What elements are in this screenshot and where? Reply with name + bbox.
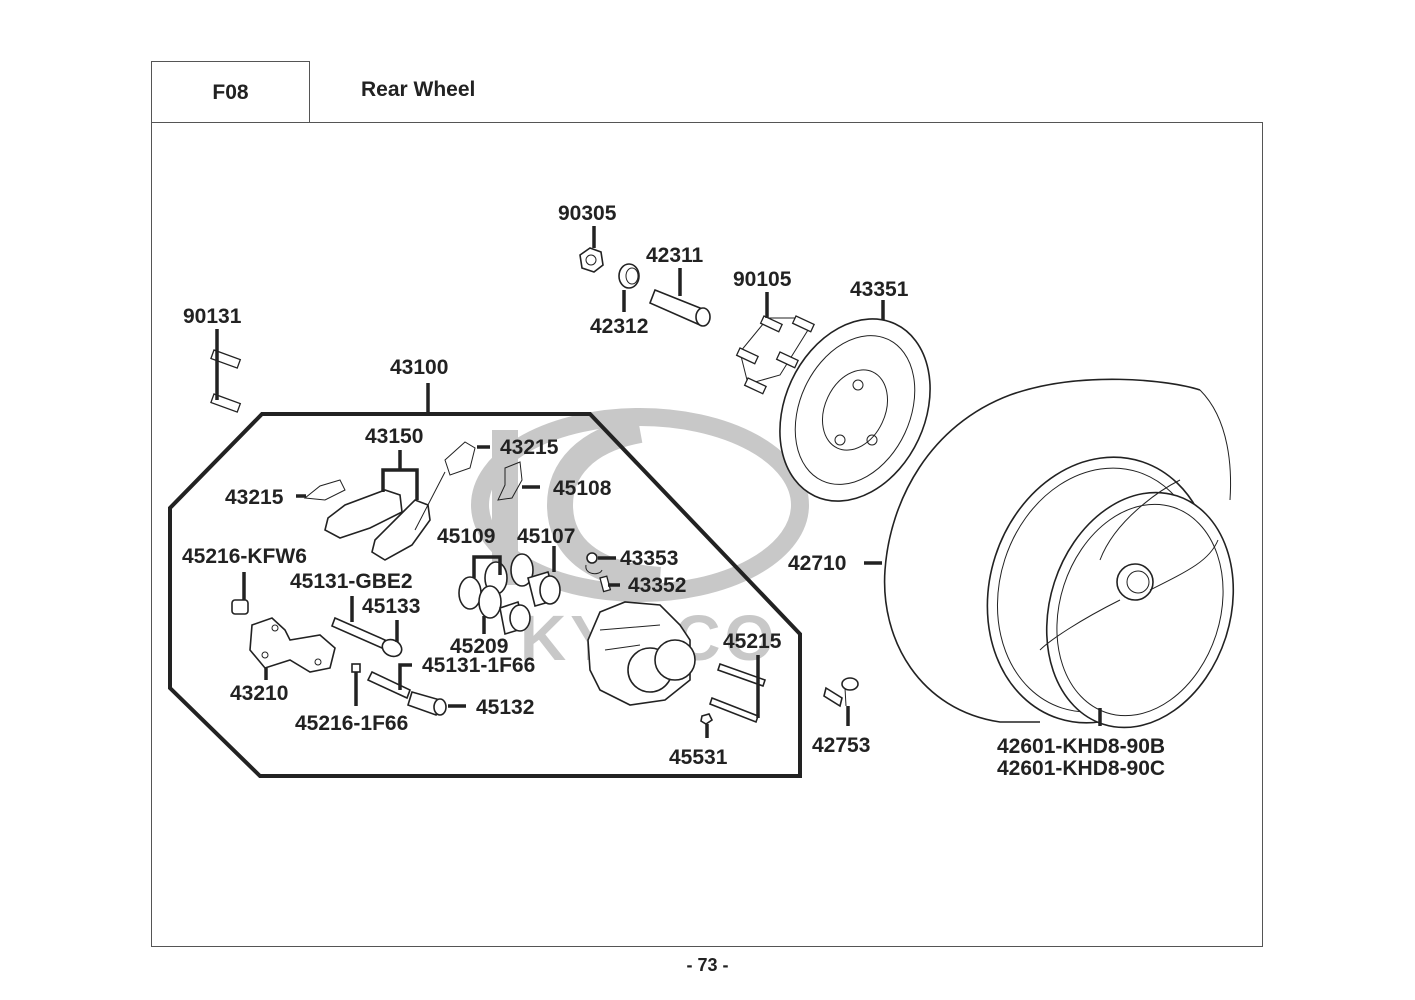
watermark-ring	[471, 408, 809, 602]
part-45215-caliper-pins	[709, 662, 767, 724]
callout-45132: 45132	[476, 696, 534, 719]
part-90105-bolts	[735, 315, 815, 395]
part-45132-sleeve	[407, 691, 447, 717]
part-42753-valve	[823, 677, 859, 708]
part-90305-nut	[579, 247, 604, 273]
callout-45209: 45209	[450, 635, 508, 658]
section-code: F08	[151, 61, 310, 123]
part-45531-cap	[700, 713, 714, 725]
section-code-text: F08	[212, 80, 249, 104]
callout-43353: 43353	[620, 547, 678, 570]
part-43353-bleed-cap	[585, 552, 603, 575]
callout-42710: 42710	[788, 552, 846, 575]
callout-43210: 43210	[230, 682, 288, 705]
callout-43351: 43351	[850, 278, 909, 301]
callout-42311: 42311	[646, 244, 704, 267]
part-45216-kfw6-bushing	[231, 599, 249, 615]
callout-42753: 42753	[812, 734, 870, 757]
callout-90105: 90105	[733, 268, 792, 291]
caliper-assembly-outline	[168, 412, 802, 778]
callout-45109: 45109	[437, 525, 495, 548]
part-45107-pistons	[499, 571, 561, 636]
callout-43215-a: 43215	[225, 486, 284, 509]
part-43352-bleed-screw	[599, 575, 612, 593]
callout-90305: 90305	[558, 202, 617, 225]
part-43215-pad-spring-b	[414, 441, 476, 531]
callout-43100: 43100	[390, 356, 448, 379]
callout-43215-b: 43215	[500, 436, 559, 459]
part-45108-pad-clip	[497, 461, 523, 501]
page-title: Rear Wheel	[361, 78, 476, 101]
page-number: - 73 -	[686, 955, 729, 975]
callout-45108: 45108	[553, 477, 612, 500]
callout-43150: 43150	[365, 425, 423, 448]
callout-45131-gbe2: 45131-GBE2	[290, 570, 413, 593]
part-43215-pad-spring-a	[303, 479, 346, 501]
part-42311-spacer	[648, 288, 711, 327]
callout-42312: 42312	[590, 315, 648, 338]
callout-42601-khd8-90b: 42601-KHD8-90B	[997, 735, 1165, 758]
part-43210-caliper-bracket	[249, 617, 336, 673]
diagram-frame	[151, 122, 1263, 947]
callout-45133: 45133	[362, 595, 420, 618]
callout-45131-1f66: 45131-1F66	[422, 654, 535, 677]
watermark-c-arc	[546, 417, 662, 593]
callout-45531: 45531	[669, 746, 728, 769]
part-42601-rim	[986, 456, 1235, 729]
part-43351-brake-disc	[779, 318, 931, 502]
callout-45216-kfw6: 45216-KFW6	[182, 545, 307, 568]
part-45216-1f66-bushing	[351, 663, 361, 673]
part-caliper-body	[587, 601, 696, 706]
part-43150-brake-pads	[324, 489, 431, 561]
callout-43352: 43352	[628, 574, 686, 597]
part-45131-gbe2-pin	[330, 616, 387, 650]
callout-45107: 45107	[517, 525, 575, 548]
callout-45215: 45215	[723, 630, 782, 653]
callout-42601-khd8-90c: 42601-KHD8-90C	[997, 757, 1165, 780]
callout-90131: 90131	[183, 305, 242, 328]
callout-45216-1f66: 45216-1F66	[295, 712, 408, 735]
part-42312-collar	[618, 263, 640, 289]
part-45131-1f66-pin	[366, 670, 412, 700]
